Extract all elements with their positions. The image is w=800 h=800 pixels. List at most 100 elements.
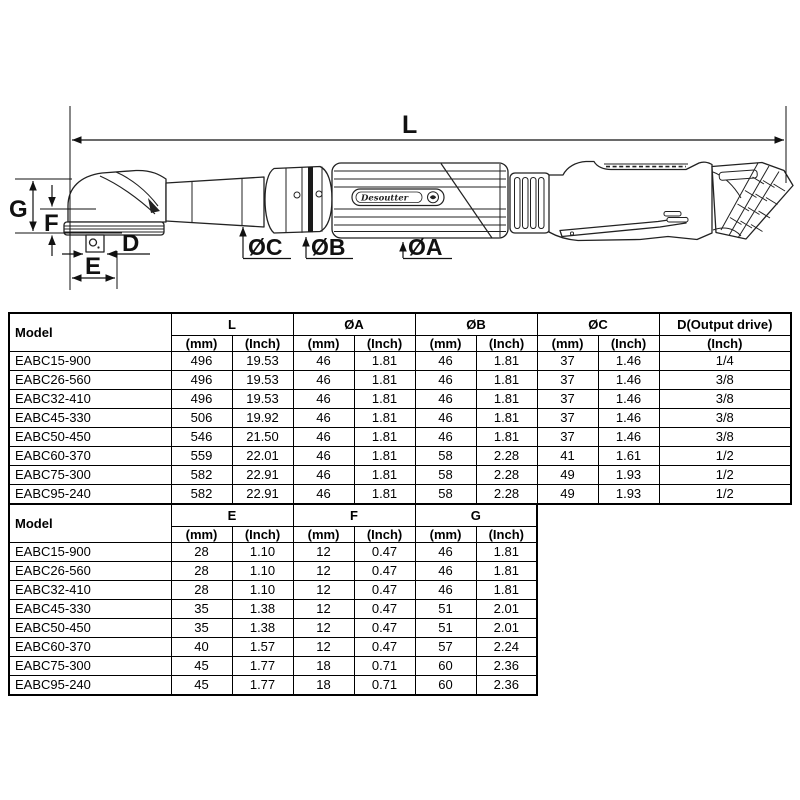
- model-cell: EABC60-370: [8, 637, 172, 657]
- value-cell: 1.10: [231, 580, 294, 600]
- model-cell: EABC15-900: [8, 351, 172, 371]
- value-cell: 60: [414, 656, 477, 676]
- square-drive: [85, 234, 105, 253]
- dim-label-G: G: [9, 196, 28, 223]
- value-cell: 1.46: [597, 408, 660, 428]
- value-cell: 496: [170, 389, 233, 409]
- value-cell: 37: [536, 389, 599, 409]
- value-cell: 46: [414, 408, 477, 428]
- col-header-G: G: [414, 503, 538, 527]
- value-cell: 46: [414, 389, 477, 409]
- dimension-dia-A: ØA: [399, 234, 452, 260]
- value-cell: 3/8: [658, 427, 792, 447]
- value-cell: 51: [414, 618, 477, 638]
- col-header-dia-C: ØC: [536, 312, 660, 336]
- spec-table-dimensions-1: Model L ØA ØB ØC D(Output drive) (mm) (I…: [8, 312, 793, 505]
- value-cell: 28: [170, 542, 233, 562]
- unit-header-inch: (Inch): [353, 335, 416, 352]
- value-cell: 0.47: [353, 599, 416, 619]
- value-cell: 49: [536, 465, 599, 485]
- unit-header-mm: (mm): [414, 526, 477, 543]
- model-cell: EABC15-900: [8, 542, 172, 562]
- tool-drawing: Desoutter: [63, 160, 794, 253]
- unit-header-inch: (Inch): [658, 335, 792, 352]
- value-cell: 46: [414, 370, 477, 390]
- value-cell: 46: [292, 465, 355, 485]
- col-header-E: E: [170, 503, 294, 527]
- unit-header-mm: (mm): [170, 526, 233, 543]
- col-header-dia-A: ØA: [292, 312, 416, 336]
- unit-header-inch: (Inch): [353, 526, 416, 543]
- value-cell: 1.46: [597, 389, 660, 409]
- value-cell: 1.57: [231, 637, 294, 657]
- value-cell: 19.53: [231, 370, 294, 390]
- value-cell: 28: [170, 580, 233, 600]
- value-cell: 51: [414, 599, 477, 619]
- value-cell: 1/2: [658, 465, 792, 485]
- value-cell: 35: [170, 599, 233, 619]
- value-cell: 0.71: [353, 656, 416, 676]
- model-cell: EABC45-330: [8, 599, 172, 619]
- value-cell: 1.77: [231, 675, 294, 696]
- value-cell: 1.81: [475, 427, 538, 447]
- unit-header-mm: (mm): [414, 335, 477, 352]
- value-cell: 12: [292, 561, 355, 581]
- value-cell: 49: [536, 484, 599, 505]
- model-cell: EABC75-300: [8, 465, 172, 485]
- value-cell: 1.81: [353, 427, 416, 447]
- value-cell: 1.93: [597, 484, 660, 505]
- value-cell: 18: [292, 675, 355, 696]
- motor-housing: Desoutter: [331, 162, 509, 239]
- unit-header-mm: (mm): [292, 335, 355, 352]
- value-cell: 22.91: [231, 484, 294, 505]
- value-cell: 45: [170, 675, 233, 696]
- value-cell: 3/8: [658, 370, 792, 390]
- value-cell: 2.28: [475, 484, 538, 505]
- model-cell: EABC26-560: [8, 370, 172, 390]
- handle: [548, 160, 713, 242]
- model-cell: EABC60-370: [8, 446, 172, 466]
- unit-header-inch: (Inch): [475, 526, 538, 543]
- value-cell: 37: [536, 351, 599, 371]
- value-cell: 1.38: [231, 618, 294, 638]
- value-cell: 1.77: [231, 656, 294, 676]
- brand-label: Desoutter: [360, 194, 409, 204]
- value-cell: 1.46: [597, 427, 660, 447]
- value-cell: 58: [414, 484, 477, 505]
- value-cell: 496: [170, 370, 233, 390]
- unit-header-mm: (mm): [536, 335, 599, 352]
- value-cell: 2.28: [475, 465, 538, 485]
- value-cell: 37: [536, 370, 599, 390]
- value-cell: 0.71: [353, 675, 416, 696]
- value-cell: 582: [170, 465, 233, 485]
- unit-header-mm: (mm): [292, 526, 355, 543]
- value-cell: 46: [292, 446, 355, 466]
- value-cell: 3/8: [658, 389, 792, 409]
- dim-label-E: E: [85, 253, 101, 280]
- unit-header-mm: (mm): [170, 335, 233, 352]
- model-cell: EABC45-330: [8, 408, 172, 428]
- value-cell: 37: [536, 408, 599, 428]
- model-cell: EABC32-410: [8, 580, 172, 600]
- value-cell: 46: [292, 351, 355, 371]
- value-cell: 19.92: [231, 408, 294, 428]
- col-header-output-drive: D(Output drive): [658, 312, 792, 336]
- model-cell: EABC95-240: [8, 675, 172, 696]
- value-cell: 1.81: [475, 561, 538, 581]
- col-header-dia-B: ØB: [414, 312, 538, 336]
- model-cell: EABC95-240: [8, 484, 172, 505]
- value-cell: 35: [170, 618, 233, 638]
- value-cell: 1.81: [475, 580, 538, 600]
- value-cell: 19.53: [231, 351, 294, 371]
- dim-label-dia-C: ØC: [248, 234, 283, 260]
- value-cell: 2.01: [475, 599, 538, 619]
- value-cell: 46: [292, 408, 355, 428]
- value-cell: 1.81: [475, 408, 538, 428]
